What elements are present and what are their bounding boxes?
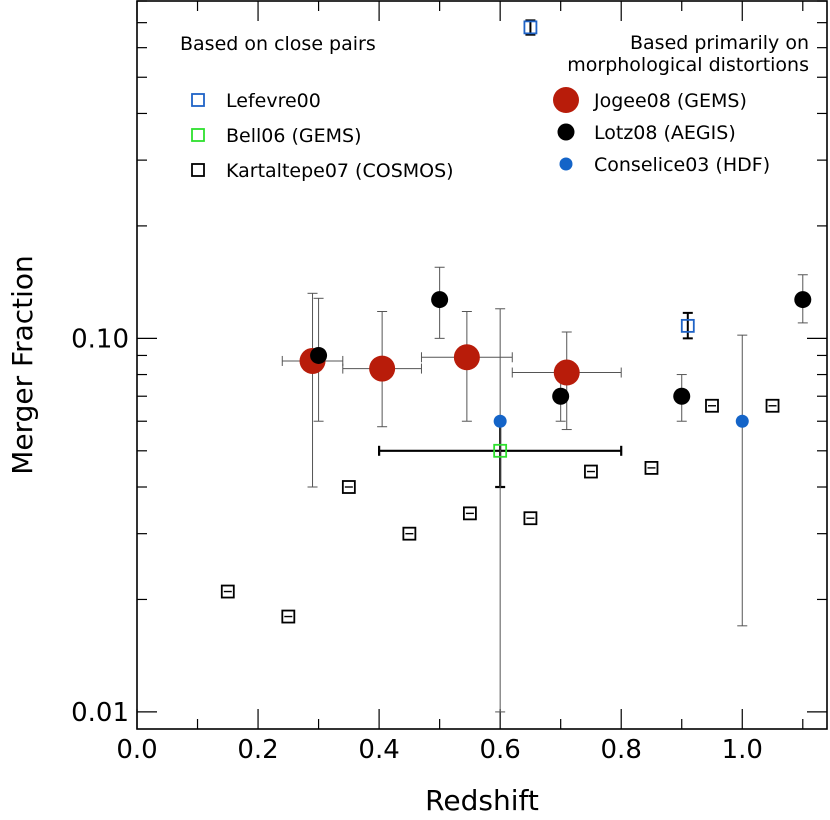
- data-point: [680, 318, 695, 333]
- data-point: [281, 609, 296, 624]
- data-point: [453, 344, 480, 371]
- legend-marker: [191, 93, 205, 107]
- data-point: [341, 480, 356, 494]
- data-point: [644, 460, 659, 475]
- legend-label: Lotz08 (AEGIS): [594, 122, 736, 144]
- legend-heading: morphological distortions: [567, 54, 809, 76]
- data-markers: [220, 20, 812, 624]
- data-point: [584, 464, 598, 479]
- x-tick-label: 0.4: [358, 735, 399, 765]
- x-tick-label: 0.6: [479, 735, 520, 765]
- x-tick-label: 0.0: [116, 735, 157, 765]
- x-tick-label: 0.2: [237, 735, 278, 765]
- x-tick-label: 1.0: [722, 735, 763, 765]
- data-point: [310, 346, 328, 364]
- plot-frame: [136, 0, 828, 730]
- legend-marker: [559, 157, 573, 171]
- error-bars: [281, 19, 808, 713]
- x-tick-label: 0.8: [601, 735, 642, 765]
- data-point: [673, 387, 691, 405]
- legend-label: Bell06 (GEMS): [226, 125, 362, 147]
- axis-ticks: [136, 0, 827, 729]
- y-tick-label: 0.10: [71, 324, 129, 354]
- y-tick-label: 0.01: [71, 698, 129, 728]
- legend-label: Conselice03 (HDF): [594, 154, 770, 176]
- data-point: [553, 359, 580, 386]
- legend-heading: Based on close pairs: [180, 33, 376, 55]
- legend-label: Jogee08 (GEMS): [593, 90, 747, 112]
- data-point: [552, 387, 570, 405]
- data-point: [765, 398, 780, 413]
- legend-marker: [557, 123, 575, 141]
- data-point: [523, 20, 538, 35]
- y-axis-title: Merger Fraction: [6, 255, 39, 475]
- data-point: [493, 414, 507, 428]
- data-point: [705, 398, 719, 413]
- x-axis-title: Redshift: [425, 784, 539, 817]
- legend-label: Kartaltepe07 (COSMOS): [226, 160, 454, 182]
- data-point: [794, 291, 812, 309]
- data-point: [462, 506, 477, 521]
- data-point: [220, 584, 235, 599]
- data-point: [431, 291, 449, 309]
- data-point: [493, 443, 508, 458]
- data-point: [735, 414, 749, 428]
- data-point: [369, 355, 396, 382]
- legend-marker: [553, 87, 579, 113]
- legend-heading: Based primarily on: [630, 32, 809, 54]
- legend: Based on close pairs Based primarily onmo…: [180, 32, 809, 182]
- data-point: [402, 526, 417, 541]
- legend-label: Lefevre00: [226, 90, 321, 112]
- legend-marker: [191, 128, 205, 142]
- tick-labels: 0.0 0.2 0.4 0.6 0.8 1.0 0.01 0.10: [71, 324, 763, 765]
- legend-marker: [191, 163, 205, 177]
- data-point: [523, 511, 538, 526]
